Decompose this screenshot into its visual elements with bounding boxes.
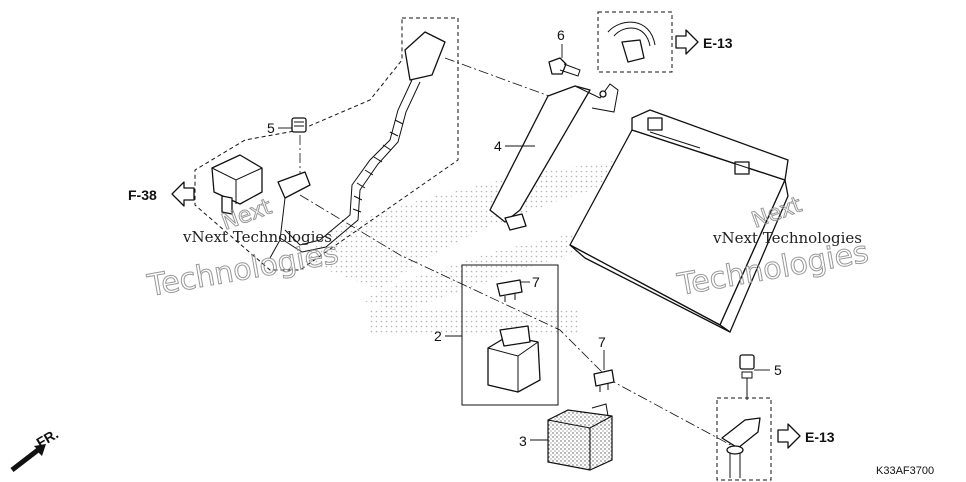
fuse-part-7-bottom [593,369,615,392]
callout-7-top: 7 [532,274,540,290]
bolt-part-5-top [291,117,307,133]
battery-cable [269,31,446,259]
fuse-part-7-top [496,279,523,302]
callout-3: 3 [519,433,527,449]
terminal-cover [211,154,263,215]
relay-group-box [461,264,559,406]
callout-4: 4 [494,138,502,154]
watermark-right-line1: vNext Technologies [712,229,862,247]
e13-top-box [597,11,673,73]
starter-relay-part-2 [487,325,541,393]
chain-line-2 [299,194,741,451]
battery-band-part-4 [489,83,619,231]
callout-5-top: 5 [267,120,275,136]
arrow-e13-top-icon [675,29,699,55]
e13-bottom-terminal [721,417,761,478]
ref-f38: F-38 [128,187,157,203]
diagram-code: K33AF3700 [876,465,934,477]
e13-top-terminal [607,21,656,63]
callout-6: 6 [557,27,565,43]
arrow-f38-icon [171,181,195,207]
battery [569,109,789,333]
watermark-left-line1: vNext Technologies [182,228,332,246]
ref-e13-bottom: E-13 [805,429,835,445]
bolt-part-6 [548,57,581,77]
callout-2: 2 [434,328,442,344]
ref-e13-top: E-13 [703,35,733,51]
callout-5-bottom: 5 [774,362,782,378]
front-arrow-shaft [10,448,40,472]
chain-line-1 [444,57,561,101]
relay-case-part-3 [547,403,613,471]
bolt-part-5-bottom [739,354,755,400]
e13-bottom-box [716,397,772,481]
arrow-e13-bottom-icon [777,423,801,449]
callout-7-bottom: 7 [598,334,606,350]
